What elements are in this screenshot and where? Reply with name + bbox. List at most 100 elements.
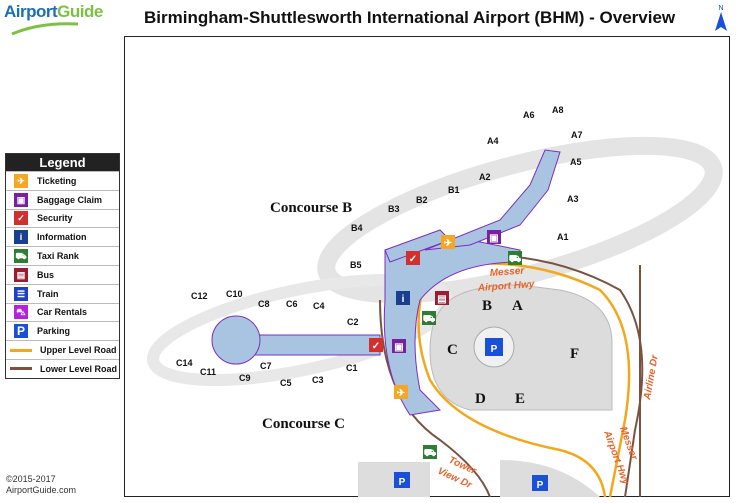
gate-label: C4: [313, 301, 325, 311]
gate-label: A1: [557, 232, 569, 242]
legend-label: Car Rentals: [37, 307, 88, 318]
page-title: Birmingham-Shuttlesworth International A…: [144, 8, 676, 27]
gate-label: A3: [567, 194, 579, 204]
baggage-claim-icon: ▣: [14, 192, 28, 207]
gate-label: C5: [280, 378, 292, 388]
gate-label: A2: [479, 172, 491, 182]
road-label: Airline Dr: [642, 353, 661, 401]
lot-b-label: B: [482, 298, 492, 314]
taxi-rank-icon[interactable]: ⛟: [423, 445, 437, 459]
legend-item-lower-road: Lower Level Road: [6, 358, 119, 378]
legend-label: Security: [37, 213, 73, 224]
lot-c-label: C: [447, 342, 458, 358]
svg-text:▣: ▣: [489, 233, 498, 244]
road-label: Airport Hwy: [476, 279, 535, 294]
gate-label: A4: [487, 136, 499, 146]
legend: Legend ✈Ticketing ▣Baggage Claim ✓Securi…: [5, 153, 120, 379]
legend-label: Taxi Rank: [37, 251, 79, 262]
car-rental-icon: ⛍: [14, 305, 28, 320]
gate-label: A6: [523, 110, 535, 120]
svg-text:✈: ✈: [444, 238, 453, 249]
copyright-site: AirportGuide.com: [6, 485, 77, 495]
svg-text:⛟: ⛟: [423, 314, 436, 325]
logo-text-airport: Airport: [4, 2, 58, 21]
svg-text:▤: ▤: [437, 294, 446, 305]
legend-item-security: ✓ Security: [6, 208, 119, 228]
gate-label: C2: [347, 317, 359, 327]
svg-text:✓: ✓: [372, 341, 380, 352]
gate-label: C12: [191, 291, 208, 301]
information-icon: i: [14, 230, 28, 245]
parking-icon[interactable]: P: [394, 472, 410, 488]
legend-label: Parking: [37, 326, 71, 337]
legend-item-taxi-rank: ⛟ Taxi Rank: [6, 246, 119, 265]
ticketing-icon[interactable]: ✈: [394, 385, 408, 399]
svg-text:P: P: [491, 344, 498, 355]
gate-label: A7: [571, 130, 583, 140]
gate-label: C6: [286, 299, 298, 309]
svg-text:P: P: [537, 480, 544, 491]
legend-label: Baggage Claim: [37, 194, 103, 205]
bus-icon[interactable]: ▤: [435, 291, 449, 305]
gate-label: B3: [388, 204, 400, 214]
information-icon[interactable]: i: [396, 291, 410, 305]
concourse-c: [254, 334, 381, 356]
upper-level-road-loop: [417, 279, 607, 498]
north-label: N: [718, 5, 723, 12]
gate-label: B1: [448, 185, 460, 195]
runway-shadow: [317, 136, 723, 304]
security-icon[interactable]: ✓: [369, 338, 383, 352]
baggage-claim-icon[interactable]: ▣: [392, 339, 406, 353]
concourse-c-label: Concourse C: [262, 416, 345, 432]
gate-label: A8: [552, 105, 564, 115]
baggage-claim-icon[interactable]: ▣: [487, 230, 501, 244]
security-icon[interactable]: ✓: [406, 251, 420, 265]
gate-label: B5: [350, 260, 362, 270]
svg-text:⛟: ⛟: [509, 254, 522, 265]
legend-item-car-rentals: ⛍ Car Rentals: [6, 302, 119, 322]
bus-icon: ▤: [14, 267, 28, 282]
gate-label: B2: [416, 195, 428, 205]
ticketing-icon: ✈: [14, 173, 28, 188]
lot-d-label: D: [475, 391, 486, 407]
legend-item-ticketing: ✈Ticketing: [6, 171, 119, 190]
train-icon: ☰: [14, 286, 28, 301]
north-arrow-icon: N: [715, 5, 727, 31]
road-label: Messer: [489, 266, 525, 279]
gate-label: C3: [312, 375, 324, 385]
parking-icon: P: [14, 324, 28, 339]
lot-f-label: F: [570, 346, 579, 362]
svg-text:✓: ✓: [409, 254, 417, 265]
airportguide-logo: AirportGuide: [4, 2, 103, 22]
taxi-icon: ⛟: [14, 249, 28, 264]
security-icon: ✓: [14, 211, 28, 226]
parking-icon[interactable]: P: [532, 475, 548, 491]
gate-label: C1: [346, 363, 358, 373]
gate-label: C7: [260, 361, 272, 371]
taxi-rank-icon[interactable]: ⛟: [508, 251, 522, 265]
gate-label: C11: [200, 367, 216, 377]
legend-item-parking: P Parking: [6, 321, 119, 340]
gate-label: A5: [570, 157, 582, 167]
svg-text:P: P: [399, 477, 406, 488]
parking-icon[interactable]: P: [485, 338, 503, 356]
logo-text-guide: Guide: [57, 2, 103, 21]
concourse-c-rotunda: [211, 315, 261, 365]
lower-lot-east: [500, 460, 600, 497]
lot-e-label: E: [515, 391, 525, 407]
legend-label: Information: [37, 232, 87, 243]
svg-text:i: i: [402, 294, 405, 305]
ticketing-icon[interactable]: ✈: [441, 235, 455, 249]
logo-swoosh-icon: [11, 22, 79, 36]
gate-label: B4: [351, 223, 363, 233]
taxi-rank-icon[interactable]: ⛟: [422, 311, 436, 325]
legend-item-baggage-claim: ▣ Baggage Claim: [6, 189, 119, 209]
svg-text:✈: ✈: [397, 388, 406, 399]
legend-label: Upper Level Road: [40, 345, 117, 356]
svg-text:⛟: ⛟: [424, 448, 437, 459]
legend-item-upper-road: Upper Level Road: [6, 340, 119, 359]
legend-label: Lower Level Road: [40, 363, 118, 374]
gate-label: C14: [176, 358, 193, 368]
